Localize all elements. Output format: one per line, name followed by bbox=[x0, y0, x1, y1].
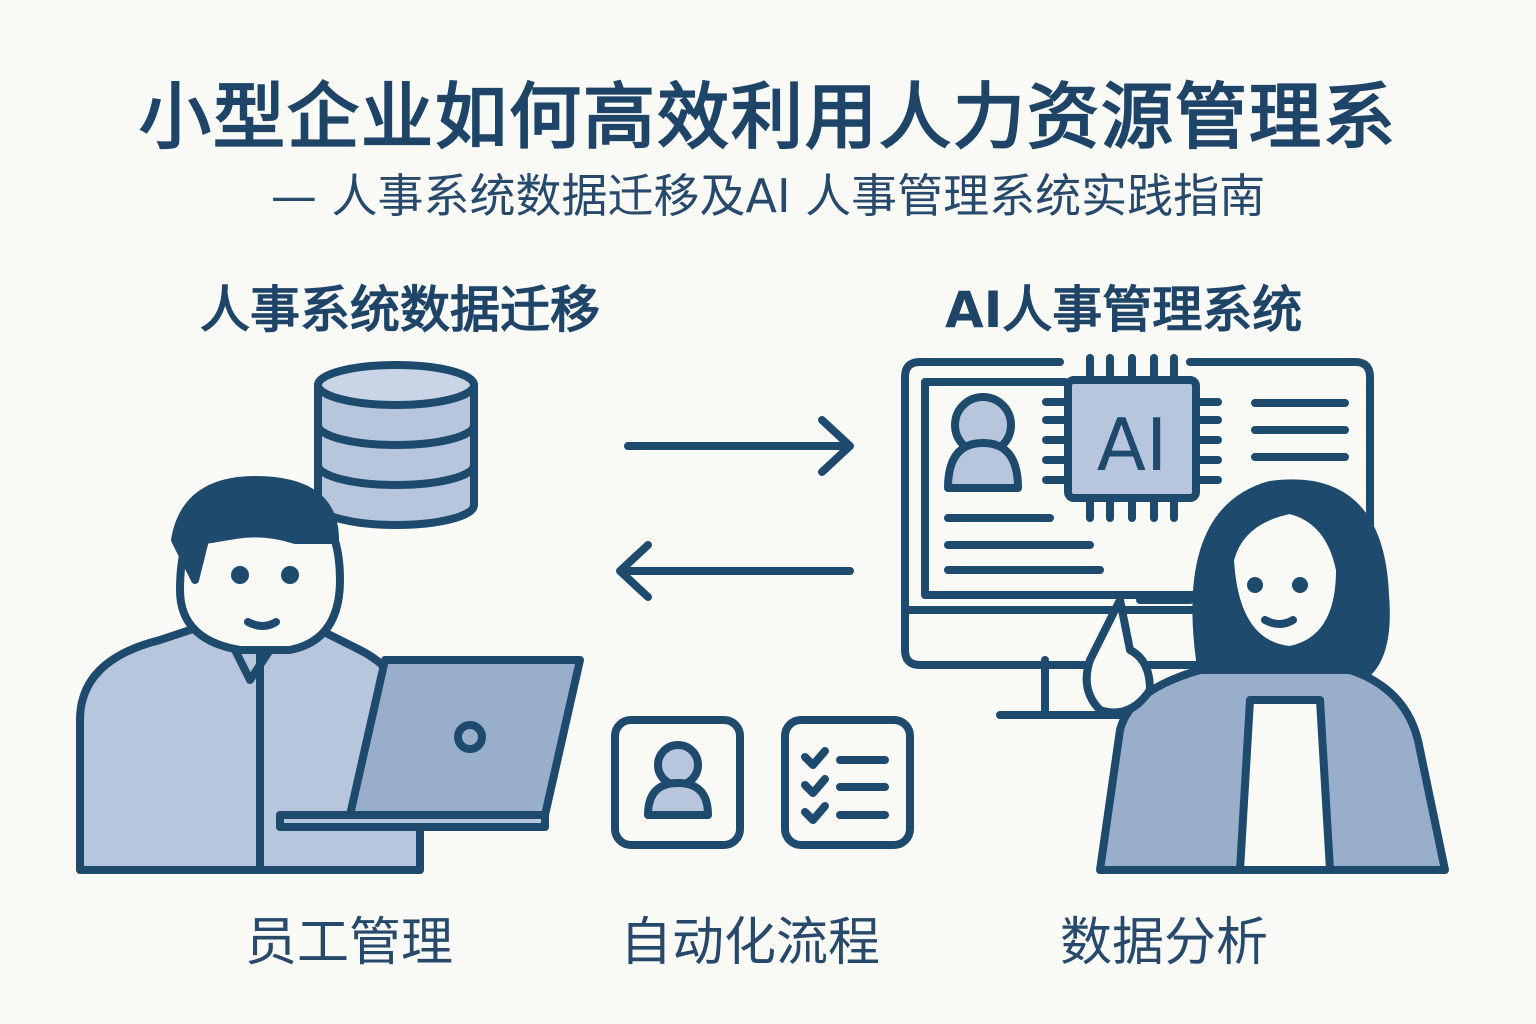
label-automation-process: 自动化流程 bbox=[620, 913, 881, 973]
label-data-analysis: 数据分析 bbox=[1060, 913, 1269, 973]
label-employee-management: 员工管理 bbox=[245, 913, 454, 973]
database-icon bbox=[314, 361, 478, 529]
man-with-laptop bbox=[76, 476, 584, 874]
page-subtitle: — 人事系统数据迁移及AI 人事管理系统实践指南 bbox=[270, 169, 1266, 223]
woman-presenter bbox=[1082, 479, 1449, 874]
chip-label: AI bbox=[1097, 403, 1168, 487]
arrow-left-icon bbox=[616, 541, 854, 601]
ai-chip-icon bbox=[1042, 354, 1222, 522]
page-title: 小型企业如何高效利用人力资源管理系 bbox=[138, 75, 1397, 159]
data-migration-heading: 人事系统数据迁移 bbox=[200, 281, 600, 339]
checklist-icon bbox=[781, 716, 914, 849]
employee-profile-icon bbox=[611, 716, 744, 849]
arrow-right-icon bbox=[624, 416, 854, 476]
ai-hr-system-heading: AI人事管理系统 bbox=[945, 281, 1303, 339]
